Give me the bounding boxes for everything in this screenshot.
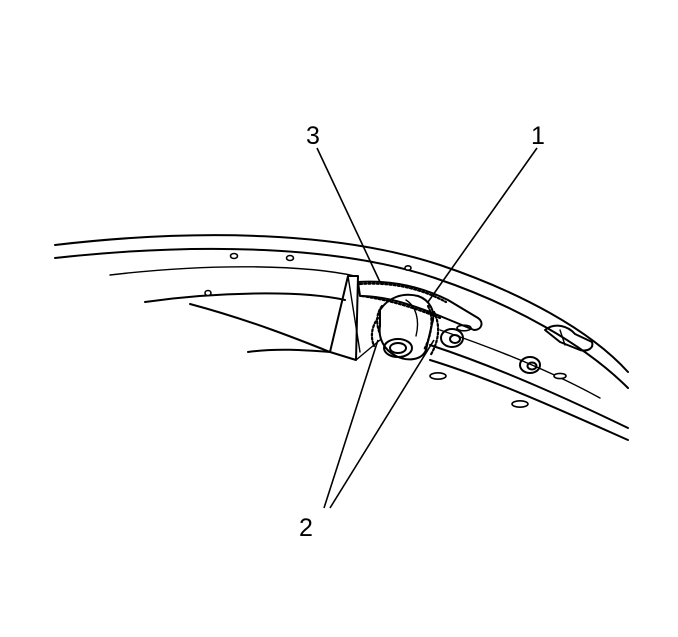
rail-clip <box>544 324 594 352</box>
hole <box>511 399 529 408</box>
weld-bead-right <box>422 304 440 358</box>
callout-1-label: 1 <box>531 122 545 150</box>
callout-2-label: 2 <box>299 514 313 542</box>
hole <box>404 264 412 271</box>
bolt-head <box>519 356 541 374</box>
weld-nut-sleeve <box>378 293 435 361</box>
hole <box>204 289 212 297</box>
hole <box>229 252 239 260</box>
leader-3 <box>316 147 381 283</box>
bolt-head <box>440 328 464 348</box>
leader-2b <box>329 339 435 509</box>
leader-2a <box>323 339 379 509</box>
lower-rail <box>429 329 629 441</box>
rail-holes <box>204 252 567 408</box>
leader-1 <box>427 147 538 303</box>
hole <box>285 254 295 262</box>
leader-lines <box>316 147 538 509</box>
inner-panel <box>144 275 381 361</box>
callout-3-label: 3 <box>306 122 320 150</box>
upper-rail <box>54 234 629 389</box>
weld-bead-left <box>370 304 384 348</box>
hole <box>553 372 567 380</box>
hole <box>429 371 447 380</box>
